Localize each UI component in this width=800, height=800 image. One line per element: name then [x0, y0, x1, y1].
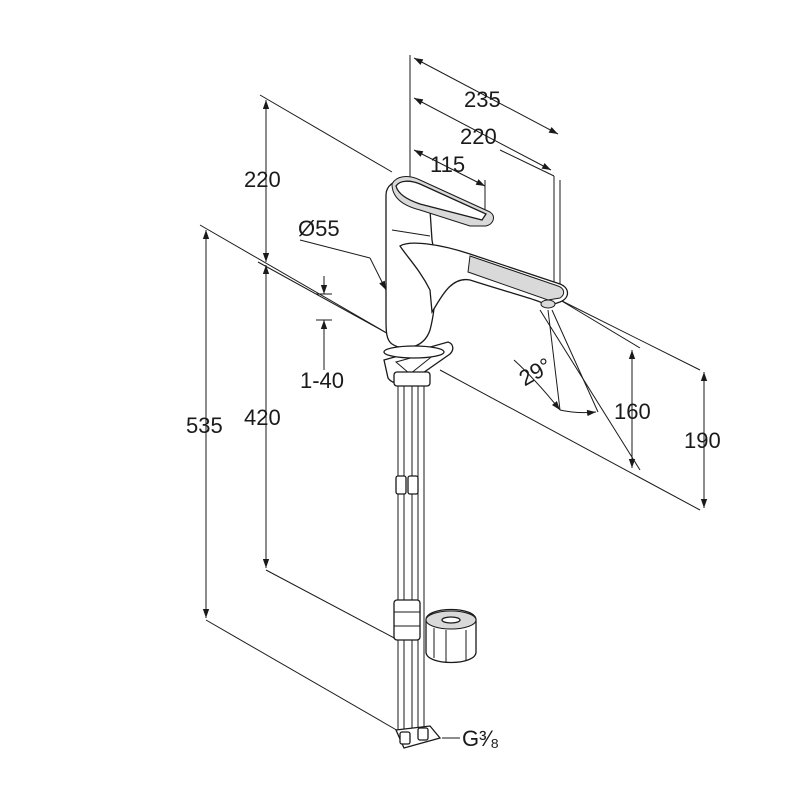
hose-weight-detail — [425, 608, 477, 664]
label-spout-height: 190 — [684, 428, 721, 453]
dim-115-line — [413, 149, 486, 187]
dim-diameter-leader — [369, 257, 387, 291]
supply-hoses — [393, 386, 425, 730]
label-spout-angle: 29° — [515, 353, 556, 391]
pullout-weight — [393, 599, 421, 641]
label-connection-thread: G³⁄₈ — [462, 726, 499, 751]
dimension-lines — [202, 57, 708, 739]
label-body-height: 420 — [244, 405, 281, 430]
label-total-height: 535 — [186, 413, 223, 438]
fixing-nut — [393, 371, 431, 387]
label-height-above-body: 220 — [244, 167, 281, 192]
label-spout-reach: 220 — [460, 124, 497, 149]
faucet — [383, 176, 569, 749]
connection-fittings — [395, 725, 442, 749]
label-body-diameter: Ø55 — [298, 216, 340, 241]
aerator — [540, 299, 556, 309]
label-overall-reach: 235 — [464, 87, 501, 112]
label-outlet-height: 160 — [614, 399, 651, 424]
dim-220-top-line — [413, 97, 552, 171]
label-lever-reach: 115 — [430, 152, 465, 177]
label-deck-thickness: 1-40 — [300, 368, 344, 393]
dimension-labels: 235 220 115 Ø55 220 420 535 1-40 29° 160… — [186, 87, 721, 751]
dim-angle-arc — [513, 359, 561, 411]
